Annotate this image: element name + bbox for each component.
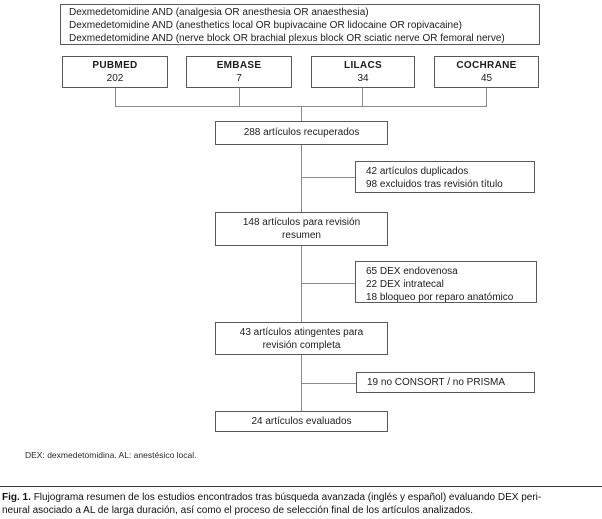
connector-branch-reporting: [301, 383, 356, 384]
figure-caption-line1: Flujograma resumen de los estudios encon…: [33, 492, 542, 503]
connector-bus-to-retrieved: [301, 106, 302, 121]
caption-separator-rule: [0, 486, 602, 487]
full-review-box: 43 artículos atingentes para revisión co…: [215, 322, 388, 355]
connector-stub-cochrane: [486, 88, 487, 106]
full-review-line: revisión completa: [262, 340, 341, 351]
excluded-line: 22 DEX intratecal: [366, 279, 444, 290]
excluded-reporting-label: 19 no CONSORT / no PRISMA: [367, 377, 506, 388]
excluded-reporting-box: 19 no CONSORT / no PRISMA: [356, 372, 535, 393]
database-name: EMBASE: [216, 60, 262, 71]
search-query-line: Dexmedetomidine AND (anesthetics local O…: [69, 20, 462, 31]
full-review-line: 43 artículos atingentes para: [239, 327, 364, 338]
database-count: 202: [106, 73, 124, 84]
search-query-line: Dexmedetomidine AND (nerve block OR brac…: [69, 33, 505, 44]
connector-stub-lilacs: [362, 88, 363, 106]
abstract-review-line: 148 artículos para revisión: [242, 217, 361, 228]
figure-caption-label: Fig. 1.: [2, 492, 31, 503]
retrieved-articles-label: 288 artículos recuperados: [243, 127, 360, 138]
connector-stub-pubmed: [115, 88, 116, 106]
abstract-review-box: 148 artículos para revisión resumen: [215, 212, 388, 246]
connector-stub-embase: [239, 88, 240, 106]
excluded-duplicates-box: 42 artículos duplicados 98 excluidos tra…: [355, 161, 535, 193]
database-box-pubmed: PUBMED 202: [62, 56, 168, 88]
database-name: COCHRANE: [456, 60, 517, 71]
connector-branch-duplicates: [301, 177, 355, 178]
database-count: 7: [236, 73, 242, 84]
connector-retrieved-to-abstract: [301, 145, 302, 212]
figure-caption: Fig. 1. Flujograma resumen de los estudi…: [2, 491, 601, 517]
abstract-review-line: resumen: [282, 230, 321, 241]
database-box-cochrane: COCHRANE 45: [434, 56, 539, 88]
connector-branch-route: [301, 283, 355, 284]
search-query-line: Dexmedetomidine AND (analgesia OR anesth…: [69, 7, 369, 18]
database-name: LILACS: [344, 60, 382, 71]
evaluated-articles-label: 24 artículos evaluados: [251, 416, 352, 427]
database-count: 45: [480, 73, 493, 84]
excluded-route-box: 65 DEX endovenosa 22 DEX intratecal 18 b…: [355, 261, 537, 303]
abbreviations-footnote: DEX: dexmedetomidina. AL: anestésico loc…: [25, 450, 197, 460]
excluded-line: 98 excluidos tras revisión título: [366, 179, 503, 190]
database-box-embase: EMBASE 7: [186, 56, 292, 88]
database-count: 34: [357, 73, 369, 84]
excluded-line: 65 DEX endovenosa: [366, 266, 458, 277]
excluded-line: 42 artículos duplicados: [366, 166, 469, 177]
search-query-box: Dexmedetomidine AND (analgesia OR anesth…: [60, 4, 540, 45]
database-box-lilacs: LILACS 34: [311, 56, 415, 88]
evaluated-articles-box: 24 artículos evaluados: [215, 411, 388, 432]
retrieved-articles-box: 288 artículos recuperados: [215, 121, 388, 145]
excluded-line: 18 bloqueo por reparo anatómico: [366, 292, 514, 303]
figure-caption-line2: neural asociado a AL de larga duración, …: [2, 505, 474, 516]
connector-abstract-to-full: [301, 246, 302, 322]
database-name: PUBMED: [92, 60, 138, 71]
